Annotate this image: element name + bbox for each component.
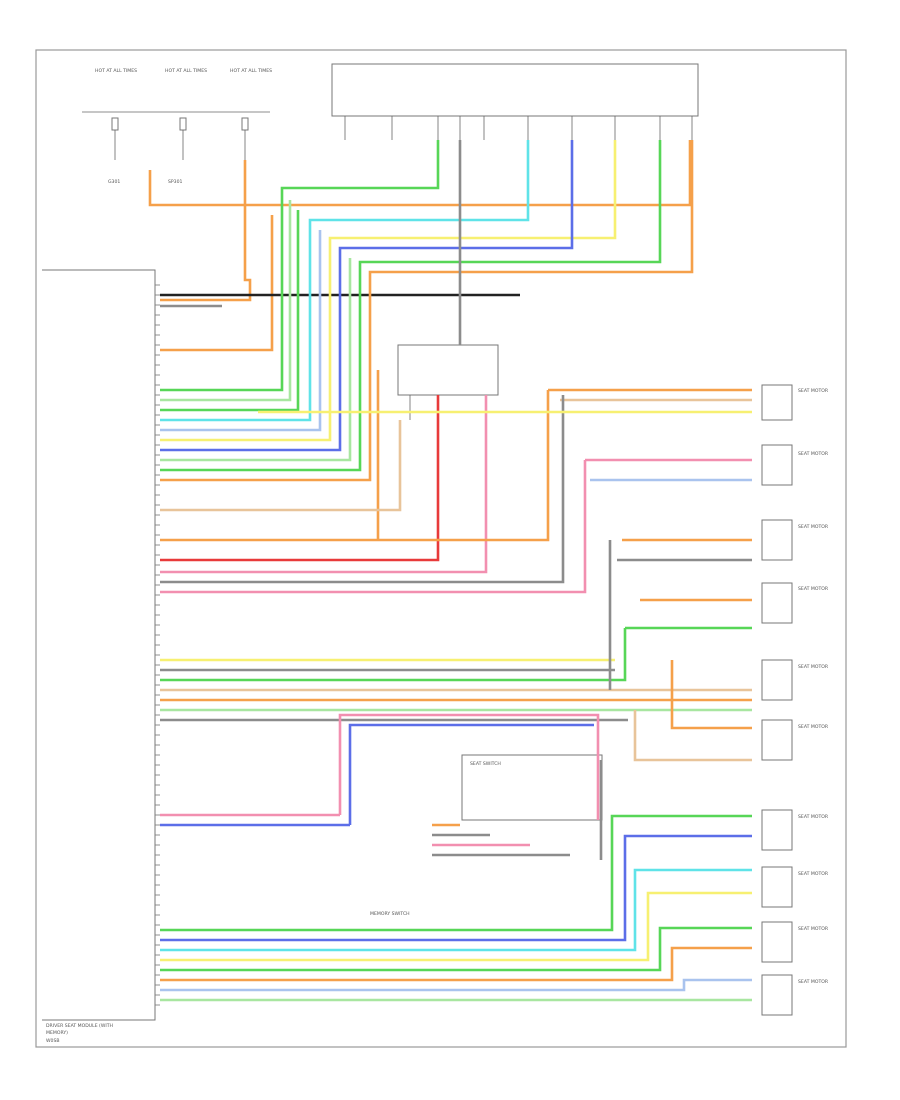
wire-yellow-52 [160, 891, 752, 962]
wire-green-53 [160, 926, 752, 972]
seat-module: DRIVER SEAT MODULE (WITH MEMORY) W0SB [42, 269, 156, 1044]
wire-orange-54 [160, 946, 752, 982]
motor-label-9: SEAT MOTOR [798, 979, 829, 985]
wire-lightblue-9 [160, 230, 322, 432]
memory-switch-label: MEMORY SWITCH [370, 911, 410, 917]
module-label-1: DRIVER SEAT MODULE (WITH [46, 1023, 113, 1029]
fuse-blocks: HOT AT ALL TIMES HOT AT ALL TIMES HOT AT… [82, 68, 272, 185]
wire-orange-14 [160, 140, 694, 482]
fuse-block-1-label: HOT AT ALL TIMES [95, 68, 137, 74]
wire-green-5 [160, 140, 440, 392]
motor-boxes: SEAT MOTOR SEAT MOTOR SEAT MOTOR SEAT MO… [761, 384, 829, 1016]
wire-tan-38 [633, 710, 752, 762]
seat-switch-label: SEAT SWITCH [470, 761, 501, 767]
splice-label: SP301 [168, 179, 183, 185]
ground-label: G301 [108, 179, 120, 185]
motor-label-0: SEAT MOTOR [798, 388, 829, 394]
fuse-block-2-label: HOT AT ALL TIMES [165, 68, 207, 74]
fuse-block-3-label: HOT AT ALL TIMES [230, 68, 272, 74]
wire-green-13 [160, 140, 662, 472]
wire-orange-1 [160, 160, 252, 302]
wire-blue-11 [160, 140, 574, 452]
diagram-frame [35, 49, 847, 1048]
wire-pink-41 [338, 713, 600, 820]
wire-orange-18 [160, 390, 550, 542]
wire-gray-23 [160, 395, 565, 584]
wire-orange-0 [148, 140, 692, 207]
wire-cyan-8 [160, 140, 530, 422]
wire-orange-39 [670, 660, 752, 730]
module-label-2: MEMORY) [46, 1030, 68, 1036]
wire-orange-2 [160, 215, 274, 352]
wire-blue-50 [160, 834, 752, 942]
center-connector [397, 344, 499, 420]
wires [148, 140, 752, 1006]
wire-cyan-51 [160, 868, 752, 952]
motor-label-1: SEAT MOTOR [798, 451, 829, 457]
motor-label-2: SEAT MOTOR [798, 524, 829, 530]
wire-lightblue-55 [160, 978, 752, 992]
motor-label-8: SEAT MOTOR [798, 926, 829, 932]
footer-code: W0SB [46, 1038, 60, 1044]
motor-label-7: SEAT MOTOR [798, 871, 829, 877]
wire-pink-17 [160, 395, 488, 574]
wire-green-33 [160, 628, 627, 682]
wire-blue-42 [348, 723, 594, 825]
wire-red-16 [160, 395, 440, 562]
top-connector [331, 63, 699, 140]
wire-tan-20 [160, 420, 402, 512]
motor-label-4: SEAT MOTOR [798, 664, 829, 670]
motor-label-6: SEAT MOTOR [798, 814, 829, 820]
wire-green-49 [160, 814, 752, 932]
wire-lightgreen-12 [160, 258, 352, 462]
wire-yellow-10 [160, 140, 617, 442]
wire-green-7 [160, 210, 300, 412]
wire-lightgreen-6 [160, 200, 292, 402]
motor-label-5: SEAT MOTOR [798, 724, 829, 730]
motor-label-3: SEAT MOTOR [798, 586, 829, 592]
wire-pink-26 [160, 460, 587, 594]
